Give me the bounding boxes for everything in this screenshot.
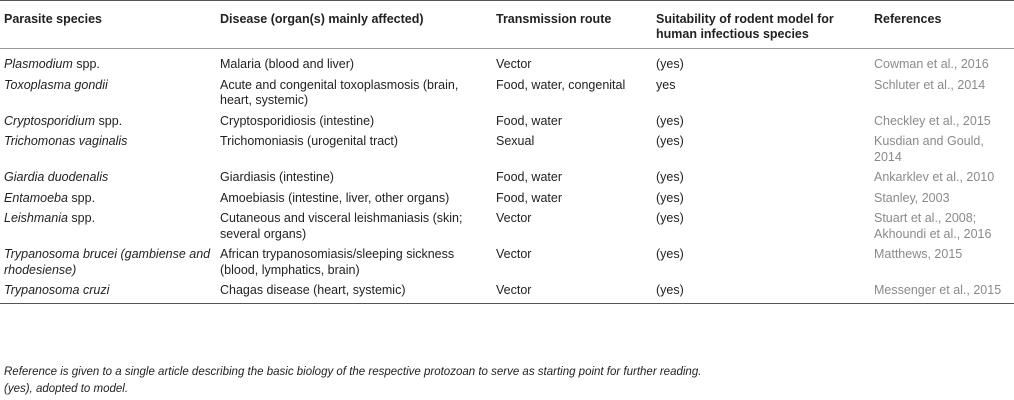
species-name: Toxoplasma gondii [4,77,108,92]
cell-species: Entamoeba spp. [0,188,216,209]
header-suitability: Suitability of rodent model for human in… [652,0,870,49]
cell-suitability: (yes) [656,211,684,225]
footnote-yes: (yes), adopted to model. [4,383,129,395]
cell-disease: Malaria (blood and liver) [220,57,355,71]
cell-suitability: (yes) [656,190,684,205]
header-row: Parasite species Disease (organ(s) mainl… [0,0,1014,49]
cell-species: Trypanosoma cruzi [0,280,216,304]
species-suffix: spp. [95,113,123,128]
table-footnotes: Reference is given to a single article d… [4,364,701,398]
cell-suitability: (yes) [656,113,684,128]
cell-transmission: Vector [496,57,532,71]
cell-transmission: Sexual [496,134,535,148]
cell-disease: Amoebiasis (intestine, liver, other orga… [220,190,450,205]
cell-references: Ankarklev et al., 2010 [874,170,995,184]
header-disease: Disease (organ(s) mainly affected) [216,0,492,49]
cell-species: Toxoplasma gondii [0,75,216,111]
table-row: Cryptosporidium spp. Cryptosporidiosis (i… [0,111,1014,132]
table-row: Plasmodium spp. Malaria (blood and liver)… [0,49,1014,75]
cell-transmission: Food, water, congenital [496,77,626,92]
species-name: Giardia duodenalis [4,170,109,184]
cell-species: Cryptosporidium spp. [0,111,216,132]
cell-transmission: Food, water [496,170,563,184]
cell-disease: Cutaneous and visceral leishmaniasis (sk… [220,211,463,241]
cell-transmission: Food, water [496,190,563,205]
header-transmission: Transmission route [492,0,652,49]
table-row: Trypanosoma cruzi Chagas disease (heart, … [0,280,1014,304]
species-name: Leishmania [4,211,68,225]
species-name: Plasmodium [4,57,73,71]
species-name: Trypanosoma cruzi [4,283,110,297]
cell-transmission: Vector [496,211,532,225]
cell-suitability: yes [656,77,676,92]
table-row: Leishmania spp.Cutaneous and visceral le… [0,208,1014,244]
cell-species: Leishmania spp. [0,208,216,244]
cell-disease: Giardiasis (intestine) [220,170,334,184]
header-species: Parasite species [0,0,216,49]
cell-suitability: (yes) [656,247,684,261]
cell-suitability: (yes) [656,134,684,148]
cell-disease: Cryptosporidiosis (intestine) [220,113,375,128]
table-row: Entamoeba spp. Amoebiasis (intestine, liv… [0,188,1014,209]
table-row: Trichomonas vaginalis Trichomoniasis (uro… [0,131,1014,167]
species-name: Entamoeba [4,190,68,205]
table-row: Toxoplasma gondii Acute and congenital to… [0,75,1014,111]
cell-suitability: (yes) [652,280,870,304]
cell-transmission: Food, water [496,113,563,128]
species-name: Trypanosoma brucei (gambiense and rhodes… [4,247,211,277]
species-name: Trichomonas vaginalis [4,134,128,148]
cell-references: Stanley, 2003 [874,190,950,205]
cell-transmission: Vector [492,280,652,304]
cell-references: Schluter et al., 2014 [874,77,986,92]
cell-references: Cowman et al., 2016 [874,57,989,71]
cell-disease: African trypanosomiasis/sleeping sicknes… [220,247,455,277]
species-suffix: spp. [67,190,96,205]
species-name: Cryptosporidium [4,113,96,128]
cell-disease: Acute and congenital toxoplasmosis (brai… [220,77,459,108]
cell-transmission: Vector [496,247,532,261]
cell-species: Trypanosoma brucei (gambiense and rhodes… [0,244,216,280]
cell-species: Giardia duodenalis [0,167,216,188]
table-row: Giardia duodenalis Giardiasis (intestine)… [0,167,1014,188]
cell-disease: Chagas disease (heart, systemic) [216,280,492,304]
cell-species: Plasmodium spp. [0,49,216,75]
cell-references: Checkley et al., 2015 [874,113,991,128]
table-body: Plasmodium spp. Malaria (blood and liver)… [0,49,1014,304]
cell-suitability: (yes) [656,170,684,184]
cell-disease: Trichomoniasis (urogenital tract) [220,134,399,148]
cell-references: Kusdian and Gould, 2014 [874,134,984,164]
species-suffix: spp. [67,211,96,225]
cell-references: Matthews, 2015 [874,247,963,261]
species-suffix: spp. [72,57,100,71]
header-references: References [870,0,1014,49]
table-row: Trypanosoma brucei (gambiense and rhodes… [0,244,1014,280]
cell-suitability: (yes) [656,57,684,71]
parasite-table: Parasite species Disease (organ(s) mainl… [0,0,1014,304]
cell-references: Messenger et al., 2015 [870,280,1014,304]
cell-species: Trichomonas vaginalis [0,131,216,167]
footnote-reference: Reference is given to a single article d… [4,366,702,378]
cell-references: Stuart et al., 2008; Akhoundi et al., 20… [874,211,992,241]
